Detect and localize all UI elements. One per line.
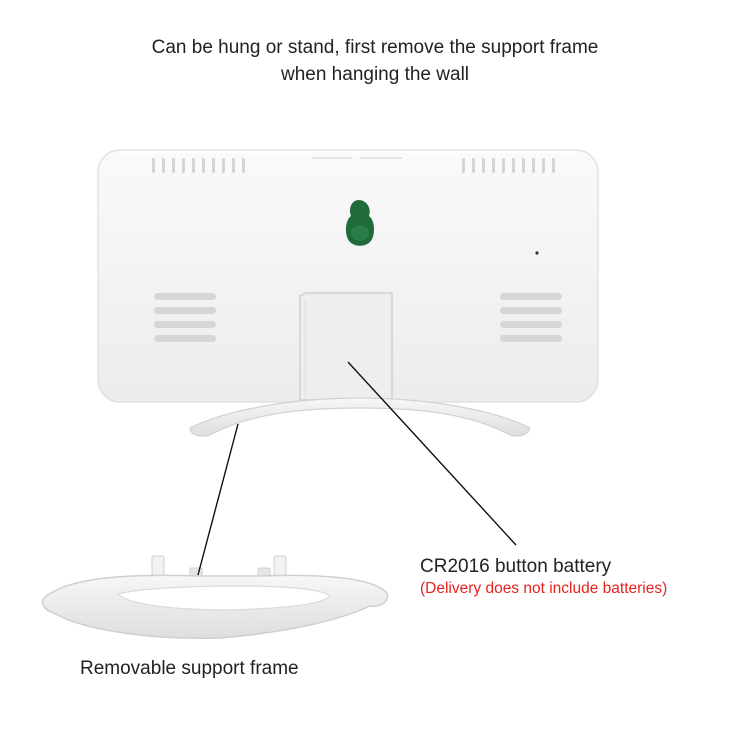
side-vent-right <box>500 293 562 342</box>
top-caption-line-2: when hanging the wall <box>280 64 470 85</box>
attached-stand <box>189 397 531 437</box>
battery-note: (Delivery does not include batteries) <box>420 580 668 597</box>
battery-leader-line <box>347 361 517 546</box>
frame-leader-line <box>197 423 239 576</box>
side-vent-left <box>154 293 216 342</box>
top-vent-right <box>462 158 555 173</box>
support-frame-label: Removable support frame <box>80 658 299 679</box>
sensor-hole <box>535 251 539 255</box>
top-caption-line-1: Can be hung or stand, first remove the s… <box>151 37 599 58</box>
keyhole-hanging-slot-icon <box>345 200 375 246</box>
removable-support-frame <box>41 555 389 639</box>
top-vent-left <box>152 158 245 173</box>
battery-compartment-cover <box>299 292 393 401</box>
top-caption: Can be hung or stand, first remove the s… <box>0 34 750 88</box>
leader-lines <box>197 361 517 576</box>
battery-label: CR2016 button battery <box>420 556 612 577</box>
